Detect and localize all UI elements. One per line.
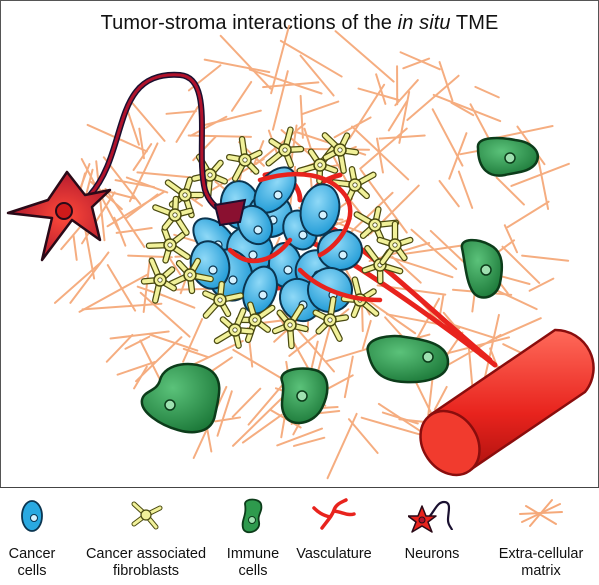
ecm-fiber [538, 158, 548, 209]
cancer-cell-icon [19, 498, 45, 539]
ecm-fiber [336, 31, 394, 81]
ecm-fiber [141, 293, 190, 337]
tme-illustration [0, 0, 599, 487]
legend-label: Cancer associated fibroblasts [71, 546, 221, 580]
cancer-cell-nucleus [254, 226, 262, 234]
ecm-fiber [215, 417, 240, 421]
legend-label: Neurons [397, 546, 467, 563]
ecm-fiber [388, 256, 453, 277]
ecm-fiber [530, 279, 554, 291]
ecm-fiber [440, 62, 453, 101]
cancer-cell-nucleus [259, 291, 267, 299]
ecm-fiber [475, 87, 498, 97]
cancer-cell-nucleus [339, 251, 347, 259]
cancer-cell-nucleus [299, 231, 307, 239]
fibroblast-cluster [144, 130, 410, 346]
cancer-cell-nucleus [249, 251, 257, 259]
ecm-fiber [127, 178, 167, 193]
vessel-icon [312, 498, 356, 537]
ecm-fiber [137, 172, 195, 177]
immune-cell-icon [239, 498, 267, 541]
ecm-fiber [301, 96, 303, 138]
ecm-fiber [233, 389, 261, 417]
legend-label: Immune cells [213, 546, 293, 580]
ecm-fiber [191, 117, 227, 136]
legend-item-vasculature: Vasculature [284, 488, 384, 585]
ecm-fiber [204, 111, 261, 126]
ecm-fiber [380, 136, 425, 139]
ecm-fiber [243, 415, 282, 443]
ecm-fiber [183, 319, 202, 362]
ecm-fiber [277, 429, 322, 446]
legend-item-immune: Immune cells [213, 488, 293, 585]
ecm-fiber [459, 172, 472, 208]
ecm-fiber [294, 438, 324, 446]
fibroblast [229, 139, 259, 178]
ecm-fiber [232, 82, 251, 111]
cancer-cell-nucleus [319, 211, 327, 219]
legend-label: Extra-cellular matrix [486, 546, 596, 580]
ecm-fiber [508, 202, 549, 227]
legend-label: Vasculature [284, 546, 384, 563]
ecm-fiber [271, 26, 289, 93]
ecm-fiber [497, 318, 541, 337]
legend-item-ecm: Extra-cellular matrix [486, 488, 596, 585]
neuron-icon [408, 498, 456, 541]
legend-item-cafs: Cancer associated fibroblasts [71, 488, 221, 585]
ecm-fiber [434, 95, 501, 121]
ecm-fiber [139, 129, 144, 159]
legend-label: Cancer cells [0, 546, 64, 580]
fibroblast [194, 157, 224, 196]
ecm-fiber [440, 181, 459, 206]
ecm-fiber [73, 235, 76, 260]
ecm-fiber [497, 178, 524, 205]
ecm-fiber [55, 263, 100, 303]
ecm-fiber [166, 111, 195, 114]
fibroblast-icon [126, 498, 166, 537]
ecm-fiber [281, 41, 342, 77]
ecm-fiber [522, 256, 568, 261]
ecm-fiber [360, 129, 406, 169]
cancer-cell-nucleus [284, 266, 292, 274]
legend-item-neurons: Neurons [397, 488, 467, 585]
ecm-fiber [349, 419, 378, 453]
ecm-fiber [221, 36, 271, 89]
legend-item-cancer-cells: Cancer cells [0, 488, 64, 585]
cancer-cell-nucleus [274, 191, 282, 199]
ecm-fiber [433, 109, 463, 165]
cancer-cell-nucleus [229, 276, 237, 284]
ecm-fiber [233, 393, 287, 446]
cancer-cell-nucleus [209, 266, 217, 274]
ecm-fiber [302, 102, 338, 115]
ecm-fiber [250, 70, 322, 94]
ecm-fiber-icon [518, 498, 564, 533]
ecm-fiber [505, 225, 517, 252]
